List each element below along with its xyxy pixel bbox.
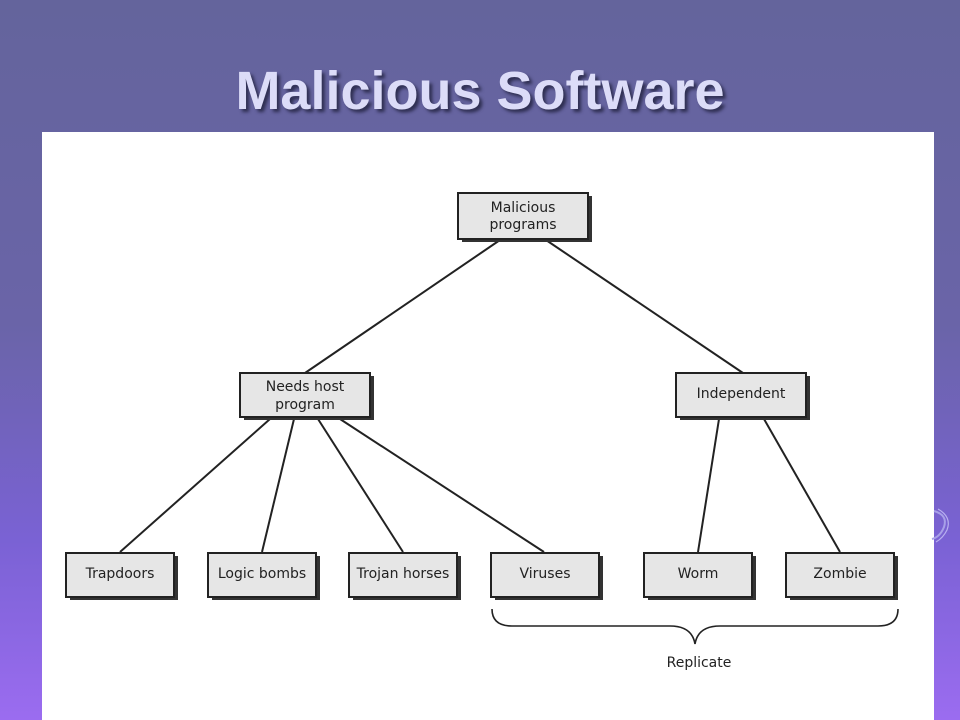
- node-trapdoors: Trapdoors: [65, 552, 178, 600]
- node-zombie: Zombie: [785, 552, 898, 600]
- node-independent-label: Independent: [697, 386, 786, 402]
- edge-needs-host-trojan-horses: [317, 418, 404, 553]
- edge-root-needs-host: [304, 239, 501, 374]
- node-needs-host-line1: Needs host: [266, 379, 345, 395]
- edge-independent-zombie: [763, 418, 841, 553]
- node-viruses-label: Viruses: [520, 566, 571, 582]
- node-worm: Worm: [643, 552, 756, 600]
- swirl-decoration: [931, 508, 949, 543]
- node-worm-label: Worm: [678, 566, 719, 582]
- edge-root-independent: [545, 239, 744, 374]
- node-viruses: Viruses: [490, 552, 603, 600]
- node-trapdoors-label: Trapdoors: [85, 566, 155, 582]
- edge-independent-worm: [697, 418, 720, 553]
- malware-taxonomy-diagram: Malicious programs Needs host program In…: [65, 192, 899, 671]
- node-malicious-programs: Malicious programs: [457, 192, 592, 242]
- edge-needs-host-logic-bombs: [261, 418, 295, 553]
- node-malicious-programs-line2: programs: [489, 217, 556, 233]
- node-logic-bombs: Logic bombs: [207, 552, 320, 600]
- diagram-panel: Malicious programs Needs host program In…: [42, 132, 934, 720]
- node-zombie-label: Zombie: [813, 566, 866, 582]
- node-trojan-horses-label: Trojan horses: [356, 566, 450, 582]
- diagram-edges: [119, 239, 841, 553]
- node-needs-host-line2: program: [275, 397, 335, 413]
- node-independent: Independent: [675, 372, 810, 420]
- node-malicious-programs-line1: Malicious: [491, 200, 556, 216]
- slide-title: Malicious Software: [235, 61, 725, 121]
- edge-needs-host-viruses: [339, 418, 545, 553]
- node-logic-bombs-label: Logic bombs: [218, 566, 306, 582]
- edge-needs-host-trapdoors: [119, 418, 271, 553]
- node-trojan-horses: Trojan horses: [348, 552, 461, 600]
- replicate-label: Replicate: [667, 655, 732, 671]
- replicate-brace: [491, 608, 899, 645]
- node-needs-host-program: Needs host program: [239, 372, 374, 420]
